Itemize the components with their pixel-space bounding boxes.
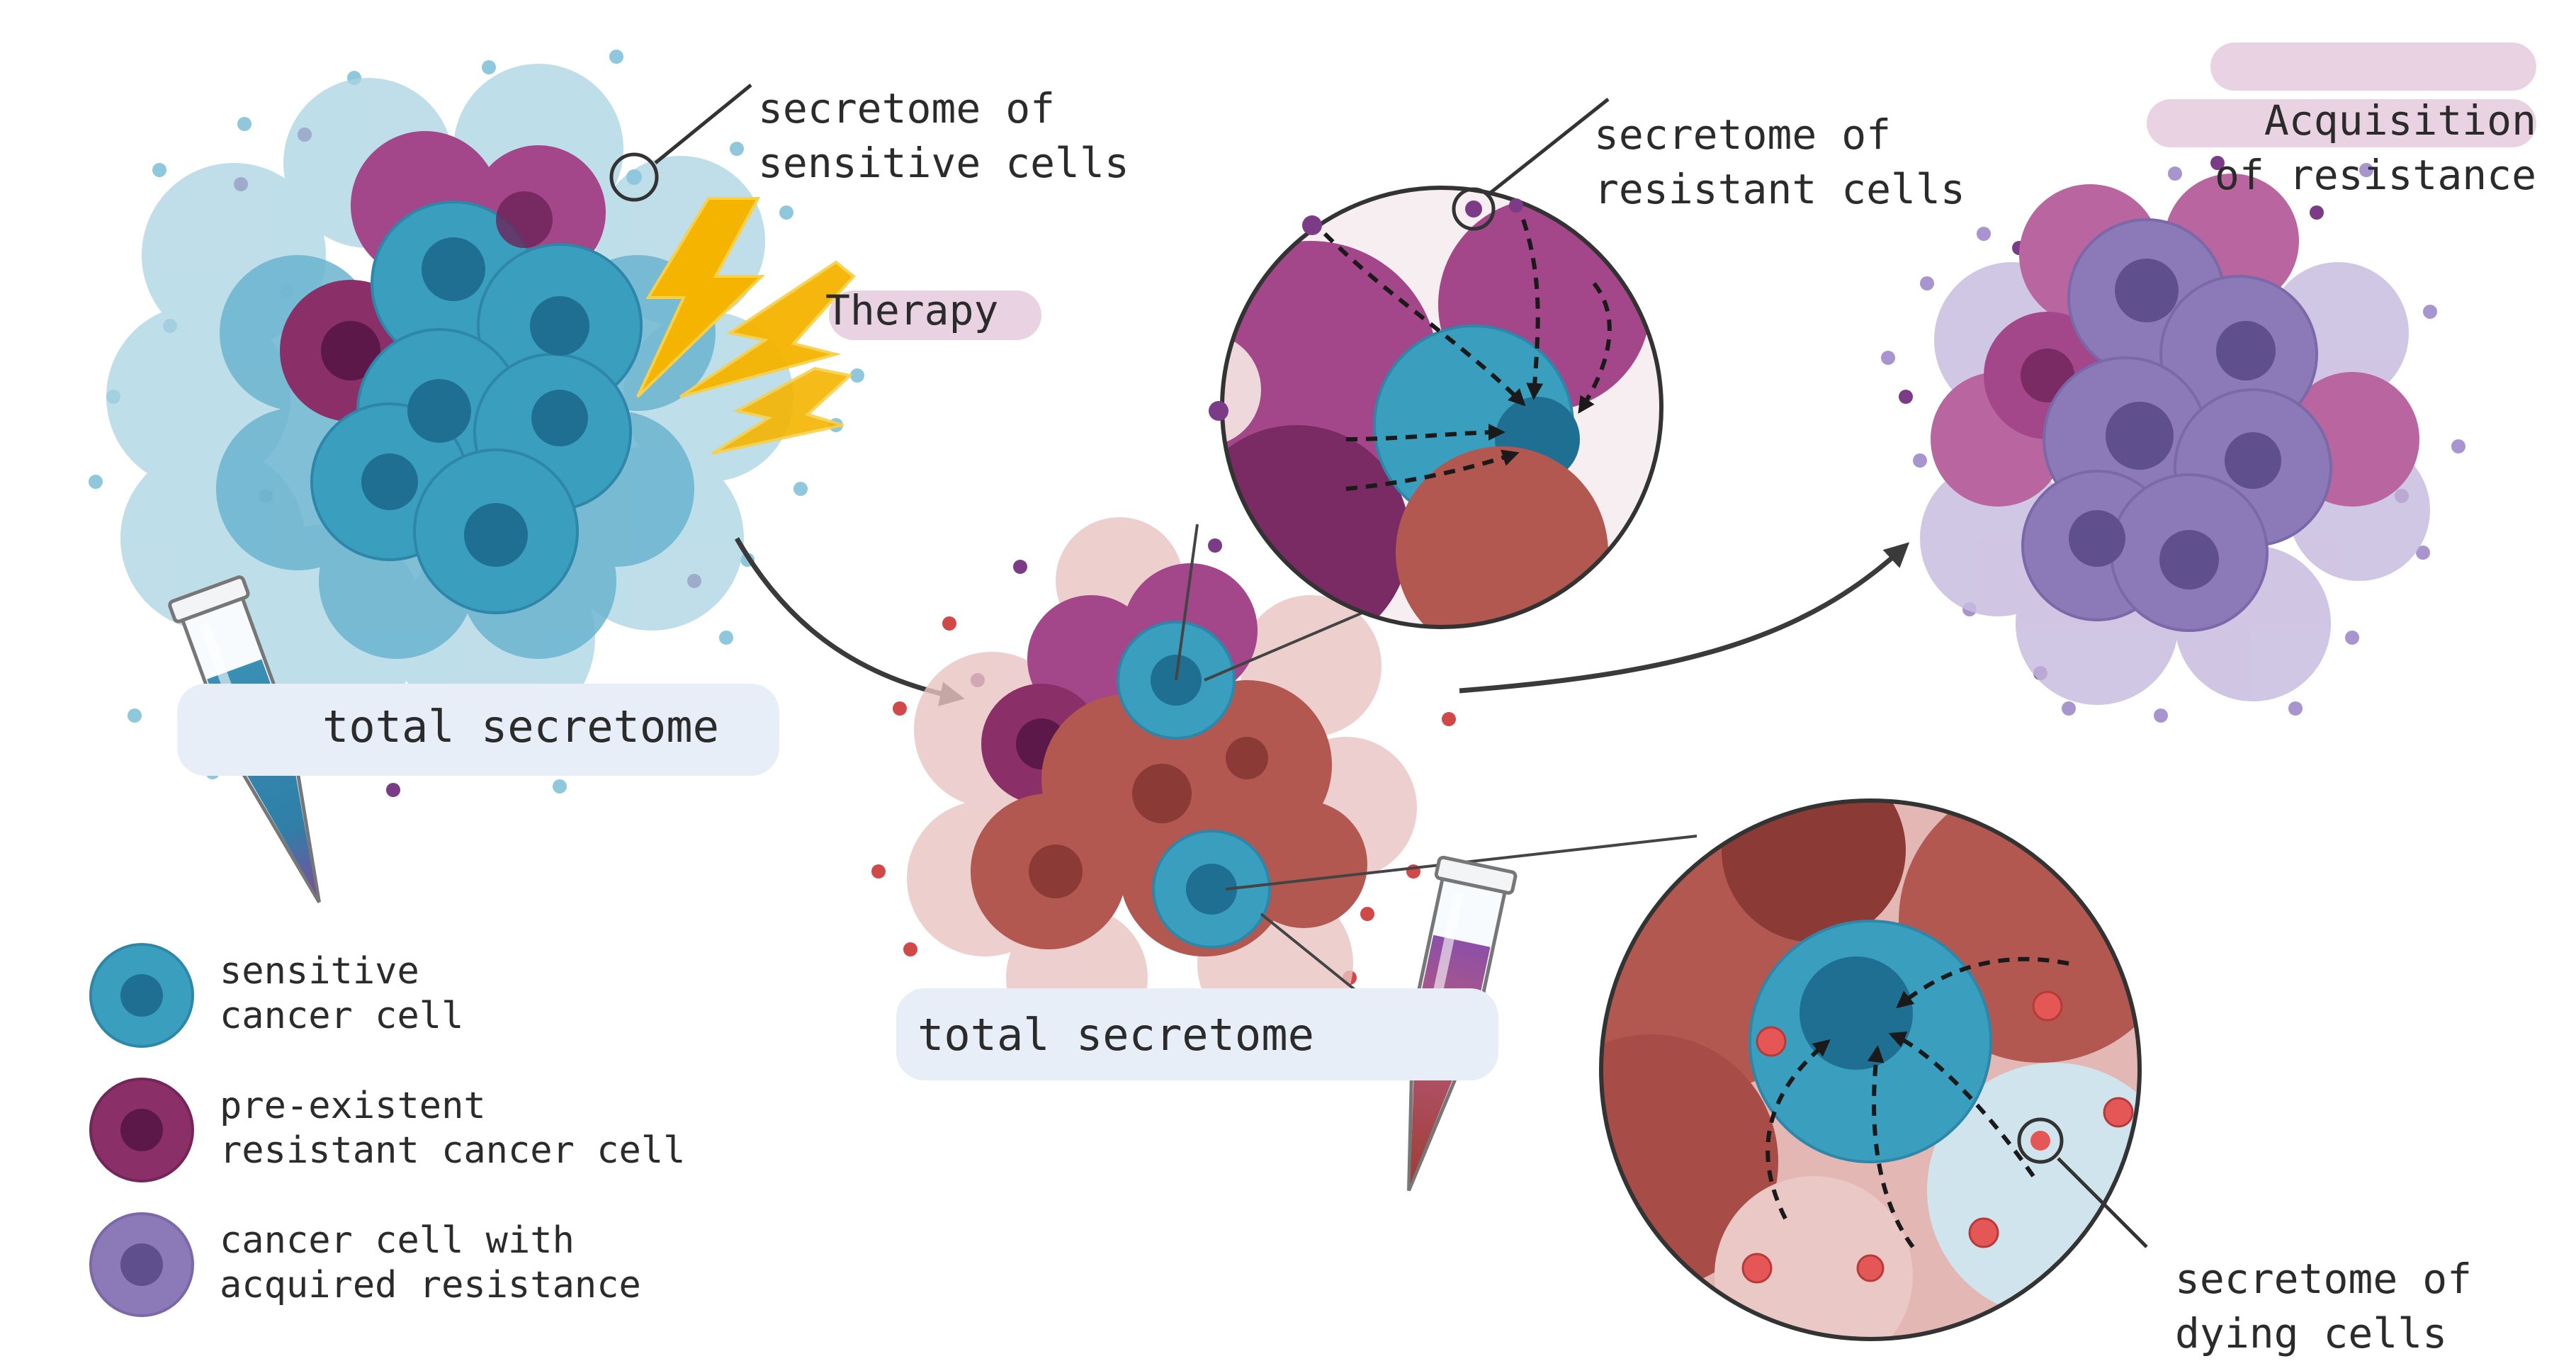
therapy-lightning (636, 197, 856, 455)
label-resistant-line2: resistant cells (1594, 165, 1965, 214)
legend-acquired-line1: cancer cell with (220, 1219, 575, 1262)
legend-sensitive-line2: cancer cell (220, 995, 464, 1038)
callout-dying-secretome (2017, 1117, 2148, 1248)
label-dying-secretome: secretome of dying cells (2175, 1197, 2472, 1361)
label-sensitive-secretome: secretome of sensitive cells (758, 27, 1129, 191)
label-acquisition-line2: of resistance (2215, 151, 2536, 200)
legend-item-resistant: pre-existent resistant cancer cell (220, 1084, 685, 1174)
legend-resistant-line1: pre-existent (220, 1085, 486, 1127)
label-acquisition-line1: Acquisition (2264, 96, 2536, 145)
label-total-middle-text: total secretome (917, 1009, 1314, 1061)
arrow-to-middle (734, 537, 965, 706)
legend-item-acquired: cancer cell with acquired resistance (220, 1219, 641, 1309)
label-sensitive-line1: secretome of (758, 84, 1056, 133)
legend-sensitive-line1: sensitive (220, 950, 419, 993)
label-dying-line1: secretome of (2175, 1255, 2473, 1304)
label-dying-line2: dying cells (2175, 1309, 2448, 1358)
legend-acquired-text: cancer cell with acquired resistance (220, 1219, 641, 1309)
acquired-tumor-cluster (1920, 174, 2430, 705)
acquisition-pill-2 (2147, 99, 2536, 147)
arrow-to-right (1459, 542, 1910, 694)
legend-resistant-text: pre-existent resistant cancer cell (220, 1084, 685, 1174)
label-total-secretome-middle: total secretome (917, 1006, 1314, 1064)
label-resistant-secretome: secretome of resistant cells (1594, 53, 1965, 217)
legend-acquired-line2: acquired resistance (220, 1264, 641, 1307)
zoom-dying-secretome (1599, 798, 2142, 1341)
legend-resistant-line2: resistant cancer cell (220, 1129, 686, 1173)
acquisition-pill-1 (2210, 43, 2536, 91)
callout-sensitive-secretome (609, 84, 752, 202)
legend-item-sensitive: sensitive cancer cell (220, 949, 463, 1039)
sensitive-tumor-cluster (106, 64, 793, 737)
label-total-left-text: total secretome (322, 701, 719, 752)
label-acquisition: Acquisition of resistance (2147, 39, 2536, 203)
label-total-secretome-left: total secretome (322, 698, 719, 756)
total-secretome-pill-middle (896, 988, 1498, 1080)
legend-sensitive-text: sensitive cancer cell (220, 949, 463, 1039)
legend-glyphs (89, 943, 194, 1317)
middle-tumor-cluster (907, 517, 1417, 1049)
label-sensitive-line2: sensitive cells (758, 139, 1129, 188)
label-therapy-text: Therapy (825, 286, 999, 334)
zoom-resistant-secretome (1209, 186, 1663, 629)
label-therapy: Therapy (825, 283, 998, 338)
therapy-pill (829, 290, 1041, 340)
total-secretome-pill-left (177, 684, 779, 776)
callout-resistant-secretome (1452, 98, 1610, 231)
label-resistant-line1: secretome of (1594, 111, 1892, 159)
